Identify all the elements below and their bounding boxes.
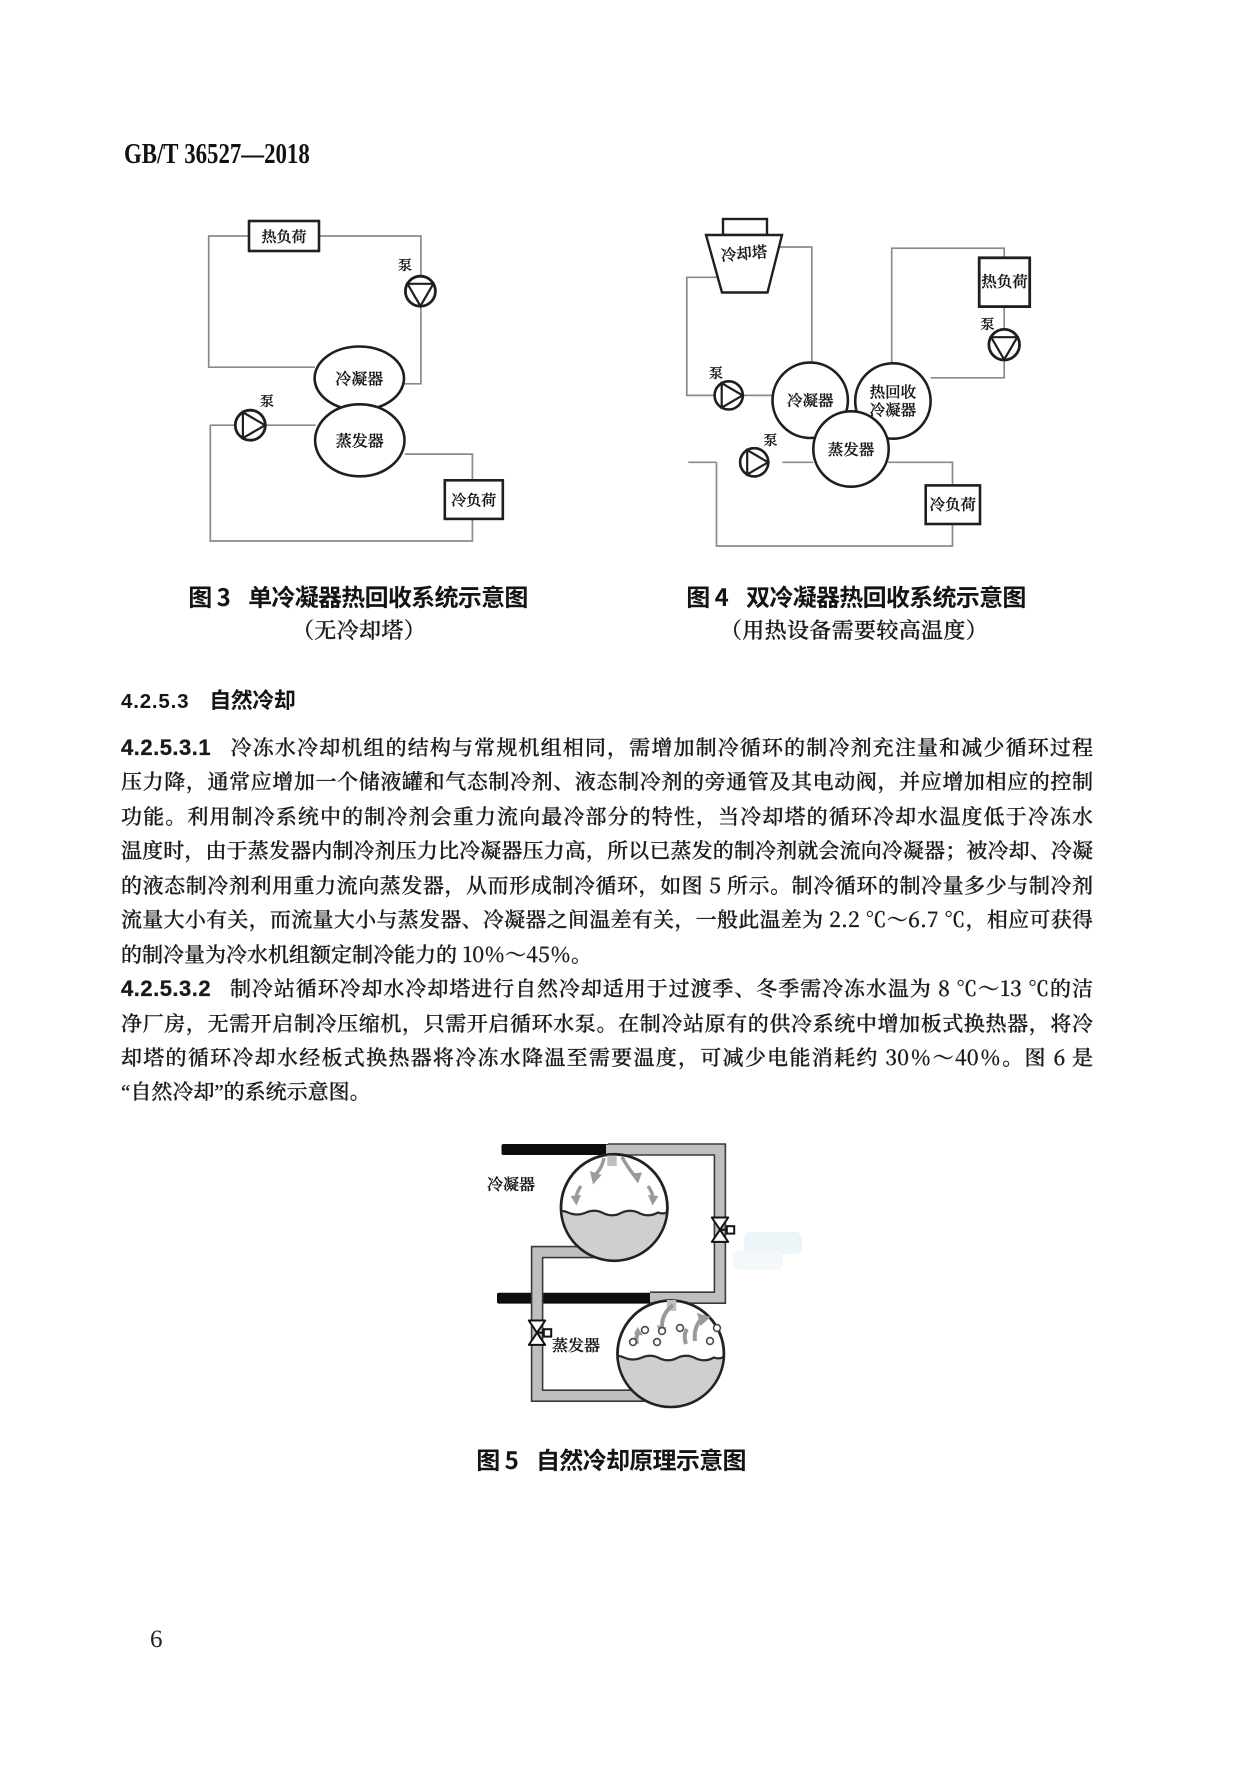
svg-text:蒸发器: 蒸发器 (828, 438, 875, 460)
svg-text:泵: 泵 (398, 255, 412, 275)
svg-text:冷却塔: 冷却塔 (720, 240, 769, 266)
svg-text:蒸发器: 蒸发器 (552, 1333, 600, 1356)
svg-text:泵: 泵 (709, 363, 723, 383)
svg-text:泵: 泵 (981, 314, 995, 334)
svg-text:热负荷: 热负荷 (981, 270, 1028, 292)
svg-text:热负荷: 热负荷 (261, 226, 306, 247)
svg-text:蒸发器: 蒸发器 (336, 428, 384, 451)
svg-text:泵: 泵 (764, 430, 778, 450)
svg-text:冷凝器: 冷凝器 (487, 1172, 535, 1195)
svg-text:冷凝器: 冷凝器 (787, 389, 834, 411)
svg-text:冷凝器: 冷凝器 (335, 366, 383, 389)
svg-text:冷凝器: 冷凝器 (870, 399, 917, 421)
svg-text:泵: 泵 (260, 391, 274, 411)
svg-text:冷负荷: 冷负荷 (451, 490, 496, 511)
svg-text:冷负荷: 冷负荷 (930, 493, 977, 515)
svg-text:热回收: 热回收 (870, 381, 917, 403)
